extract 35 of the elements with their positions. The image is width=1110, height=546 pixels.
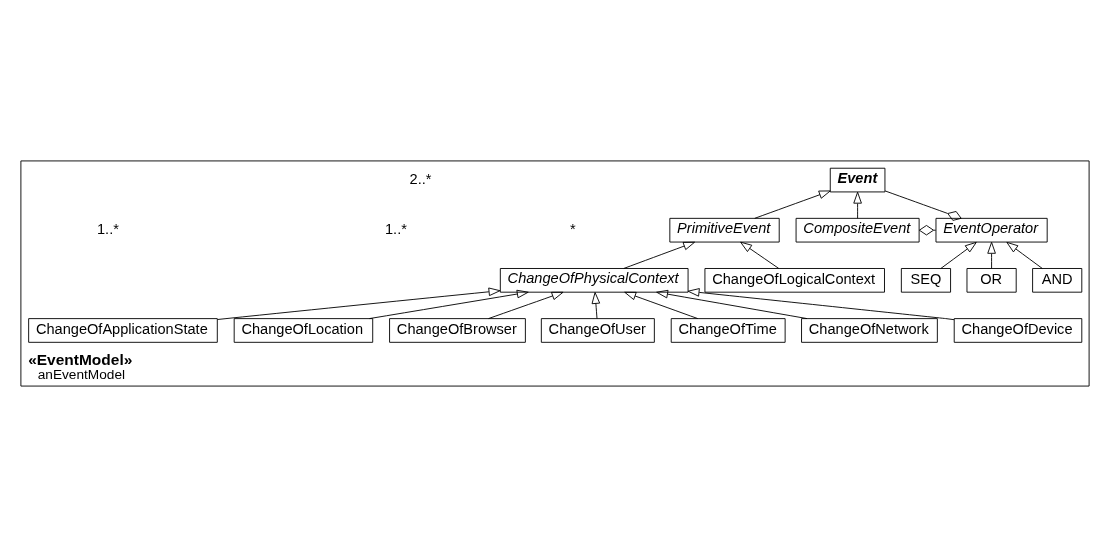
connector bbox=[918, 224, 937, 235]
arrow bbox=[623, 241, 696, 269]
node-box: ChangeOfTime bbox=[670, 317, 786, 343]
arrow bbox=[754, 189, 831, 219]
node-box: ChangeOfUser bbox=[540, 317, 655, 343]
connector bbox=[884, 189, 962, 221]
label: 1..* bbox=[385, 220, 407, 237]
node-box: ChangeOfNetwork bbox=[801, 317, 938, 343]
arrow bbox=[687, 287, 955, 320]
arrow bbox=[940, 241, 977, 269]
arrow bbox=[591, 291, 601, 319]
arrow bbox=[987, 241, 996, 269]
arrow bbox=[217, 287, 501, 320]
node-box: PrimitiveEvent bbox=[669, 217, 780, 242]
node-box: ChangeOfPhysicalContext bbox=[499, 267, 689, 293]
arrow bbox=[488, 291, 564, 319]
node-box: ChangeOfDevice bbox=[953, 317, 1083, 343]
node-box: Event bbox=[829, 167, 886, 192]
node-box: CompositeEvent bbox=[795, 217, 920, 242]
node-box: SEQ bbox=[900, 267, 951, 293]
node-box: ChangeOfLocation bbox=[233, 317, 374, 343]
label: 1..* bbox=[97, 220, 119, 237]
label: * bbox=[570, 220, 576, 237]
arrow bbox=[368, 289, 529, 319]
arrow bbox=[853, 191, 862, 219]
arrow bbox=[624, 291, 699, 319]
node-box: OR bbox=[966, 267, 1017, 293]
arrow bbox=[740, 241, 780, 269]
node-box: ChangeOfBrowser bbox=[389, 317, 526, 343]
node-box: ChangeOfLogicalContext bbox=[704, 267, 885, 293]
arrow bbox=[1006, 241, 1043, 269]
node-box: ChangeOfApplicationState bbox=[28, 317, 218, 343]
node-box: AND bbox=[1032, 267, 1083, 293]
label: 2..* bbox=[409, 170, 432, 187]
arrow bbox=[656, 289, 808, 319]
